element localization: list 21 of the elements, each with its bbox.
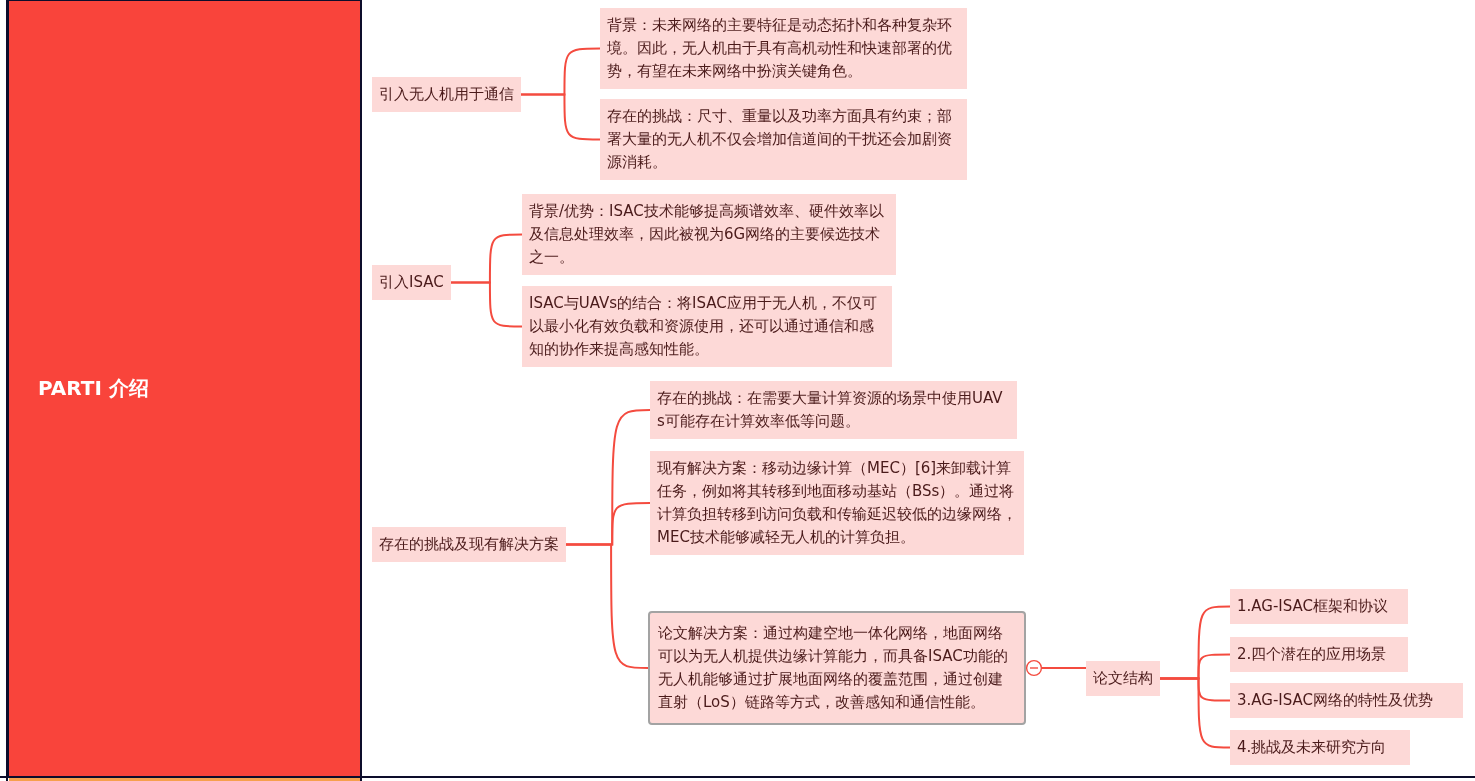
connector: [520, 93, 601, 141]
note-box: 背景：未来网络的主要特征是动态拓扑和各种复杂环境。因此，无人机由于具有高机动性和快速部署的优势，有望在未来网络中扮演关键角色。: [600, 8, 967, 89]
note-box: 论文解决方案：通过构建空地一体化网络，地面网络可以为无人机提供边缘计算能力，而具备ISAC功能的无人机能够通过扩展地面网络的覆盖范围，通过创建直射（LoS）链路等方式，改善感知和通信性能。: [648, 611, 1026, 725]
note-box: ISAC与UAVs的结合：将ISAC应用于无人机，不仅可以最小化有效负载和资源使用，还可以通过通信和感知的协作来提高感知性能。: [522, 286, 892, 367]
section-heading: PARTI 介绍: [38, 374, 149, 402]
connector: [449, 281, 523, 328]
topic-box: 4.挑战及未来研究方向: [1230, 730, 1410, 765]
note-box: 现有解决方案：移动边缘计算（MEC）[6]来卸载计算任务，例如将其转移到地面移动基站（BSs）。通过将计算负担转移到访问负载和传输延迟较低的边缘网络，MEC技术能够减轻无人机的计算负担。: [650, 451, 1024, 555]
topic-box: 1.AG-ISAC框架和协议: [1230, 589, 1408, 624]
topic-box: 引入ISAC: [372, 265, 451, 300]
topic-box: 2.四个潜在的应用场景: [1230, 637, 1408, 672]
connector: [565, 543, 649, 669]
topic-box: 3.AG-ISAC网络的特性及优势: [1230, 683, 1463, 718]
connector: [1025, 659, 1087, 677]
note-box: 背景/优势：ISAC技术能够提高频谱效率、硬件效率以及信息处理效率，因此被视为6G网络的主要候选技术之一。: [522, 194, 896, 275]
connector: [1159, 677, 1231, 749]
topic-box: 存在的挑战及现有解决方案: [372, 527, 566, 562]
topic-box: 论文结构: [1086, 661, 1160, 696]
note-box: 存在的挑战：在需要大量计算资源的场景中使用UAVs可能存在计算效率低等问题。: [650, 381, 1017, 439]
note-box: 存在的挑战：尺寸、重量以及功率方面具有约束；部署大量的无人机不仅会增加信道间的干扰还会加剧资源消耗。: [600, 99, 967, 180]
topic-box: 引入无人机用于通信: [372, 77, 521, 112]
